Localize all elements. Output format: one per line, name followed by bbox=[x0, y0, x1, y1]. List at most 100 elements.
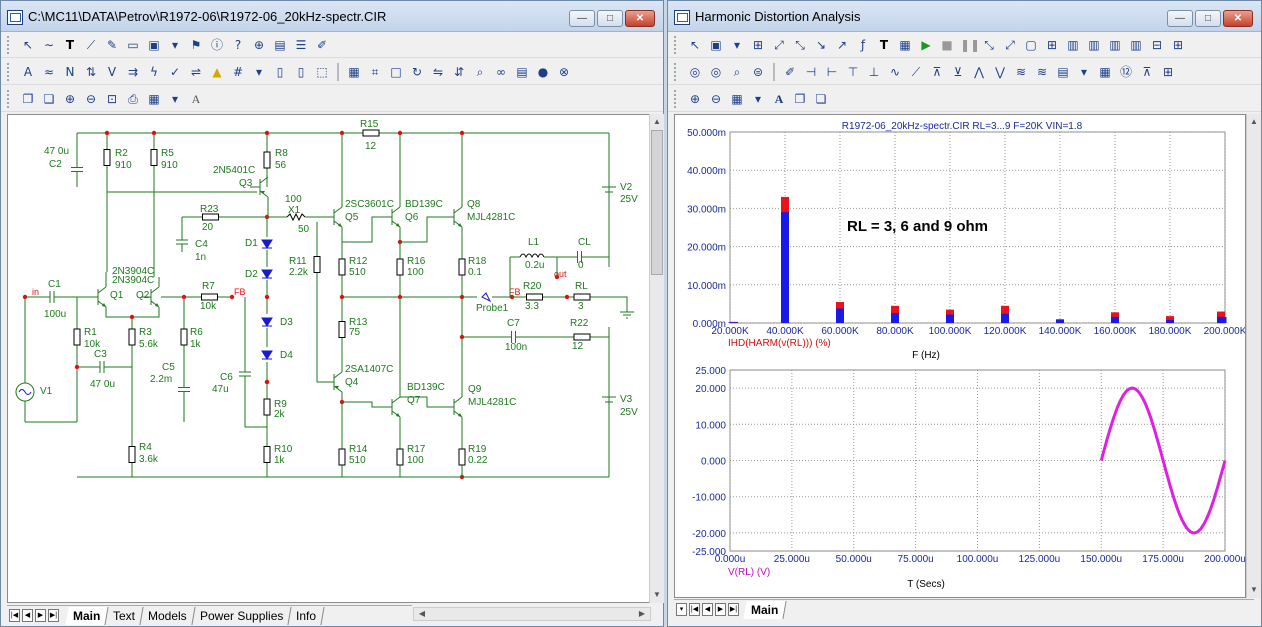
high-icon[interactable]: ⊤ bbox=[847, 64, 859, 79]
paste-icon[interactable]: ❏ bbox=[43, 91, 55, 106]
zoom-in-icon[interactable]: ⊕ bbox=[64, 91, 76, 106]
zoom-fit-icon[interactable]: ⊡ bbox=[106, 91, 118, 106]
bar-icon[interactable]: ▥ bbox=[1067, 37, 1079, 52]
properties-icon[interactable]: ▦ bbox=[899, 37, 911, 52]
warning-icon[interactable]: ▲ bbox=[212, 64, 222, 79]
prev-page-icon[interactable]: ◀ bbox=[22, 609, 33, 622]
cursor-icon[interactable]: ◎ bbox=[689, 64, 701, 79]
tab-info[interactable]: Info bbox=[288, 606, 326, 625]
font-icon[interactable]: A bbox=[191, 91, 201, 106]
horizontal-tag-icon[interactable]: ↗ bbox=[836, 37, 848, 52]
power-icon[interactable]: ϟ bbox=[150, 64, 158, 79]
copy-icon[interactable]: ❐ bbox=[22, 91, 34, 106]
show-values-icon[interactable]: ≈ bbox=[43, 64, 55, 79]
next-page-icon[interactable]: ▶ bbox=[35, 609, 46, 622]
print-icon[interactable]: ⎙ bbox=[128, 91, 138, 106]
rotate-icon[interactable]: ↻ bbox=[411, 64, 423, 79]
current-icon[interactable]: ⇉ bbox=[127, 64, 139, 79]
tag-icon[interactable]: ⤡ bbox=[795, 37, 805, 52]
dropdown-icon[interactable]: ▾ bbox=[1080, 64, 1088, 79]
select-arrow-icon[interactable]: ↖ bbox=[22, 37, 34, 52]
probe-icon[interactable]: ⊕ bbox=[253, 37, 265, 52]
paste-icon[interactable]: ❏ bbox=[815, 91, 827, 106]
component-icon[interactable]: ▣ bbox=[148, 37, 160, 52]
select-area-icon[interactable]: ⬚ bbox=[316, 64, 328, 79]
wave2-icon[interactable]: ≋ bbox=[1036, 64, 1048, 79]
pen-icon[interactable]: ✎ bbox=[106, 37, 118, 52]
grid-icon[interactable]: # bbox=[232, 64, 244, 79]
box-icon[interactable]: □ bbox=[390, 64, 402, 79]
font-icon[interactable]: A bbox=[774, 91, 784, 106]
global-low-icon[interactable]: ⊻ bbox=[953, 64, 963, 79]
plot-vscroll[interactable]: ▲ ▼ bbox=[1246, 114, 1261, 598]
show-text-icon[interactable]: A bbox=[23, 64, 33, 79]
zoom-in-icon[interactable]: ⊕ bbox=[689, 91, 701, 106]
dropdown-icon[interactable]: ▾ bbox=[255, 64, 263, 79]
component-icon[interactable]: ▣ bbox=[710, 37, 722, 52]
scale-icon[interactable]: ⊞ bbox=[752, 37, 764, 52]
dropdown-nav-icon[interactable]: ▾ bbox=[676, 603, 687, 616]
minimize-button[interactable]: — bbox=[1167, 10, 1193, 27]
pause-icon[interactable]: ❚❚ bbox=[960, 37, 981, 52]
pin-icon[interactable]: ⇅ bbox=[85, 64, 97, 79]
page-copy-icon[interactable]: ▯ bbox=[297, 64, 305, 79]
run-icon[interactable]: ▶ bbox=[921, 37, 931, 52]
bus-icon[interactable]: ▭ bbox=[127, 37, 139, 52]
tile-icon[interactable]: ▦ bbox=[148, 91, 160, 106]
schematic-vscroll[interactable]: ▲ ▼ bbox=[649, 114, 664, 603]
tab-main[interactable]: Main bbox=[743, 600, 787, 619]
peak-icon[interactable]: ⊣ bbox=[805, 64, 817, 79]
text-icon[interactable]: T bbox=[879, 37, 889, 52]
copy-icon[interactable]: ❐ bbox=[794, 91, 806, 106]
condition-icon[interactable]: ⇌ bbox=[190, 64, 202, 79]
help-icon[interactable]: ? bbox=[234, 37, 242, 52]
dropdown-icon[interactable]: ▾ bbox=[733, 37, 741, 52]
bar2-icon[interactable]: ▥ bbox=[1088, 37, 1100, 52]
fit-icon[interactable]: ⊼ bbox=[1142, 64, 1152, 79]
magnify-icon[interactable]: ⌕ bbox=[733, 64, 741, 79]
tab-models[interactable]: Models bbox=[140, 606, 196, 625]
schematic-hscroll[interactable]: ◀ ▶ bbox=[413, 607, 651, 621]
next-page-icon[interactable]: ▶ bbox=[715, 603, 726, 616]
binoculars-icon[interactable]: ∞ bbox=[496, 64, 506, 79]
fit2-icon[interactable]: ⊞ bbox=[1162, 64, 1174, 79]
maximize-plot-icon[interactable]: ⤢ bbox=[774, 37, 784, 52]
tab-main[interactable]: Main bbox=[65, 606, 109, 625]
flag-icon[interactable]: ⚑ bbox=[190, 37, 202, 52]
first-page-icon[interactable]: |◀ bbox=[689, 603, 700, 616]
cursor-mode-icon[interactable]: ✐ bbox=[784, 64, 796, 79]
wire-icon[interactable]: ∼ bbox=[43, 37, 55, 52]
dropdown-icon[interactable]: ▾ bbox=[171, 91, 179, 106]
properties-icon[interactable]: ▦ bbox=[348, 64, 360, 79]
table-icon[interactable]: ▦ bbox=[1099, 64, 1111, 79]
clear-icon[interactable]: ⊜ bbox=[752, 64, 764, 79]
maximize-button[interactable]: □ bbox=[597, 10, 623, 27]
mirror-icon[interactable]: ⇋ bbox=[432, 64, 444, 79]
formula-icon[interactable]: ƒ bbox=[860, 37, 866, 52]
info-icon[interactable]: ⓘ bbox=[210, 37, 223, 52]
frame-icon[interactable]: ▢ bbox=[1025, 37, 1037, 52]
log-scale-icon[interactable]: ⤢ bbox=[1005, 37, 1015, 52]
stop-icon[interactable]: ● bbox=[537, 64, 549, 79]
close-button[interactable]: ✕ bbox=[1223, 10, 1253, 27]
report-icon[interactable]: ▤ bbox=[516, 64, 528, 79]
line-draw-icon[interactable]: ⟋ bbox=[86, 37, 96, 52]
align-icon[interactable]: ⌗ bbox=[371, 64, 379, 79]
tab-power-supplies[interactable]: Power Supplies bbox=[192, 606, 293, 625]
wave-icon[interactable]: ≋ bbox=[1015, 64, 1027, 79]
page-icon[interactable]: ▯ bbox=[276, 64, 284, 79]
first-page-icon[interactable]: |◀ bbox=[9, 609, 20, 622]
plot-canvas[interactable]: R1972-06_20kHz-spectr.CIR RL=3...9 F=20K… bbox=[674, 114, 1246, 598]
last-page-icon[interactable]: ▶| bbox=[728, 603, 739, 616]
tile-icon[interactable]: ▦ bbox=[731, 91, 743, 106]
edit-icon[interactable]: ✐ bbox=[316, 37, 328, 52]
zoom-out-icon[interactable]: ⊖ bbox=[85, 91, 97, 106]
zoom-out-icon[interactable]: ⊖ bbox=[710, 91, 722, 106]
parts-icon[interactable]: ▤ bbox=[274, 37, 286, 52]
inflection-icon[interactable]: ∿ bbox=[889, 64, 901, 79]
bottom-icon[interactable]: ⋁ bbox=[995, 64, 1005, 79]
tab-text[interactable]: Text bbox=[105, 606, 144, 625]
list-icon[interactable]: ☰ bbox=[295, 37, 307, 52]
grid-icon[interactable]: ⊞ bbox=[1046, 37, 1058, 52]
